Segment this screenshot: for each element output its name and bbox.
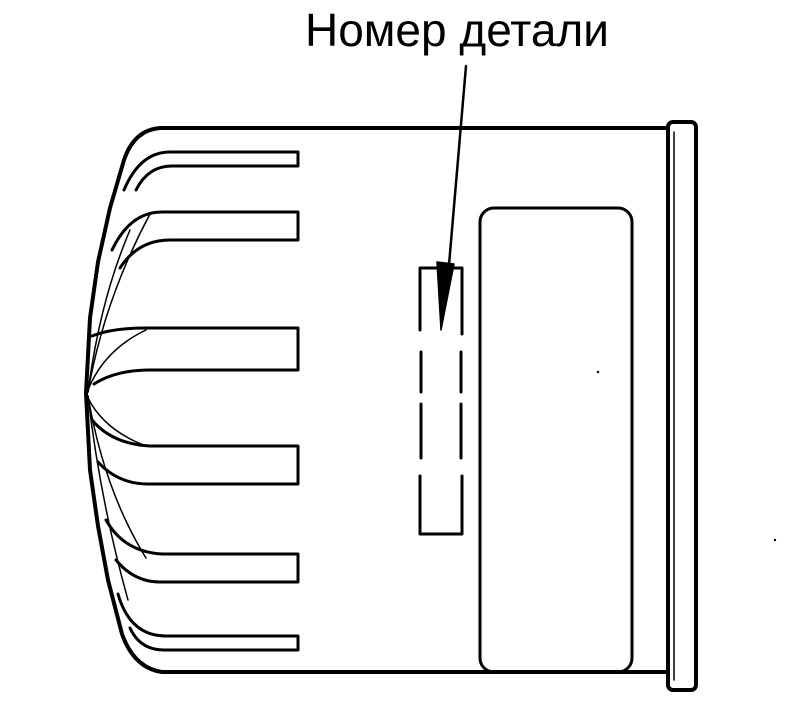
- scan-speck: [596, 370, 600, 374]
- grip-rib-edge: [87, 213, 151, 393]
- part-number-marking: [418, 266, 464, 536]
- filter-body-outline: [84, 126, 670, 674]
- scan-speck: [773, 538, 777, 542]
- grip-rib-edge: [87, 395, 129, 601]
- grip-rib: [104, 518, 300, 584]
- grip-rib: [122, 150, 300, 192]
- part-number-callout-label: Номер детали: [305, 4, 609, 56]
- filter-grip-ribs: [87, 150, 300, 652]
- callout-leader-line: [444, 64, 468, 302]
- grip-rib: [90, 326, 300, 386]
- filter-mounting-rim: [666, 120, 698, 692]
- filter-label-plate: [478, 206, 634, 674]
- grip-rib-edge: [87, 329, 147, 391]
- part-number-marking-bottom: [418, 474, 464, 536]
- grip-rib-edge: [87, 397, 147, 447]
- callout-arrowhead: [436, 261, 455, 331]
- grip-rib: [116, 592, 300, 652]
- grip-rib: [90, 418, 300, 486]
- grip-rib-edge: [87, 395, 147, 559]
- grip-rib-edge: [87, 229, 131, 393]
- grip-rib: [110, 210, 300, 270]
